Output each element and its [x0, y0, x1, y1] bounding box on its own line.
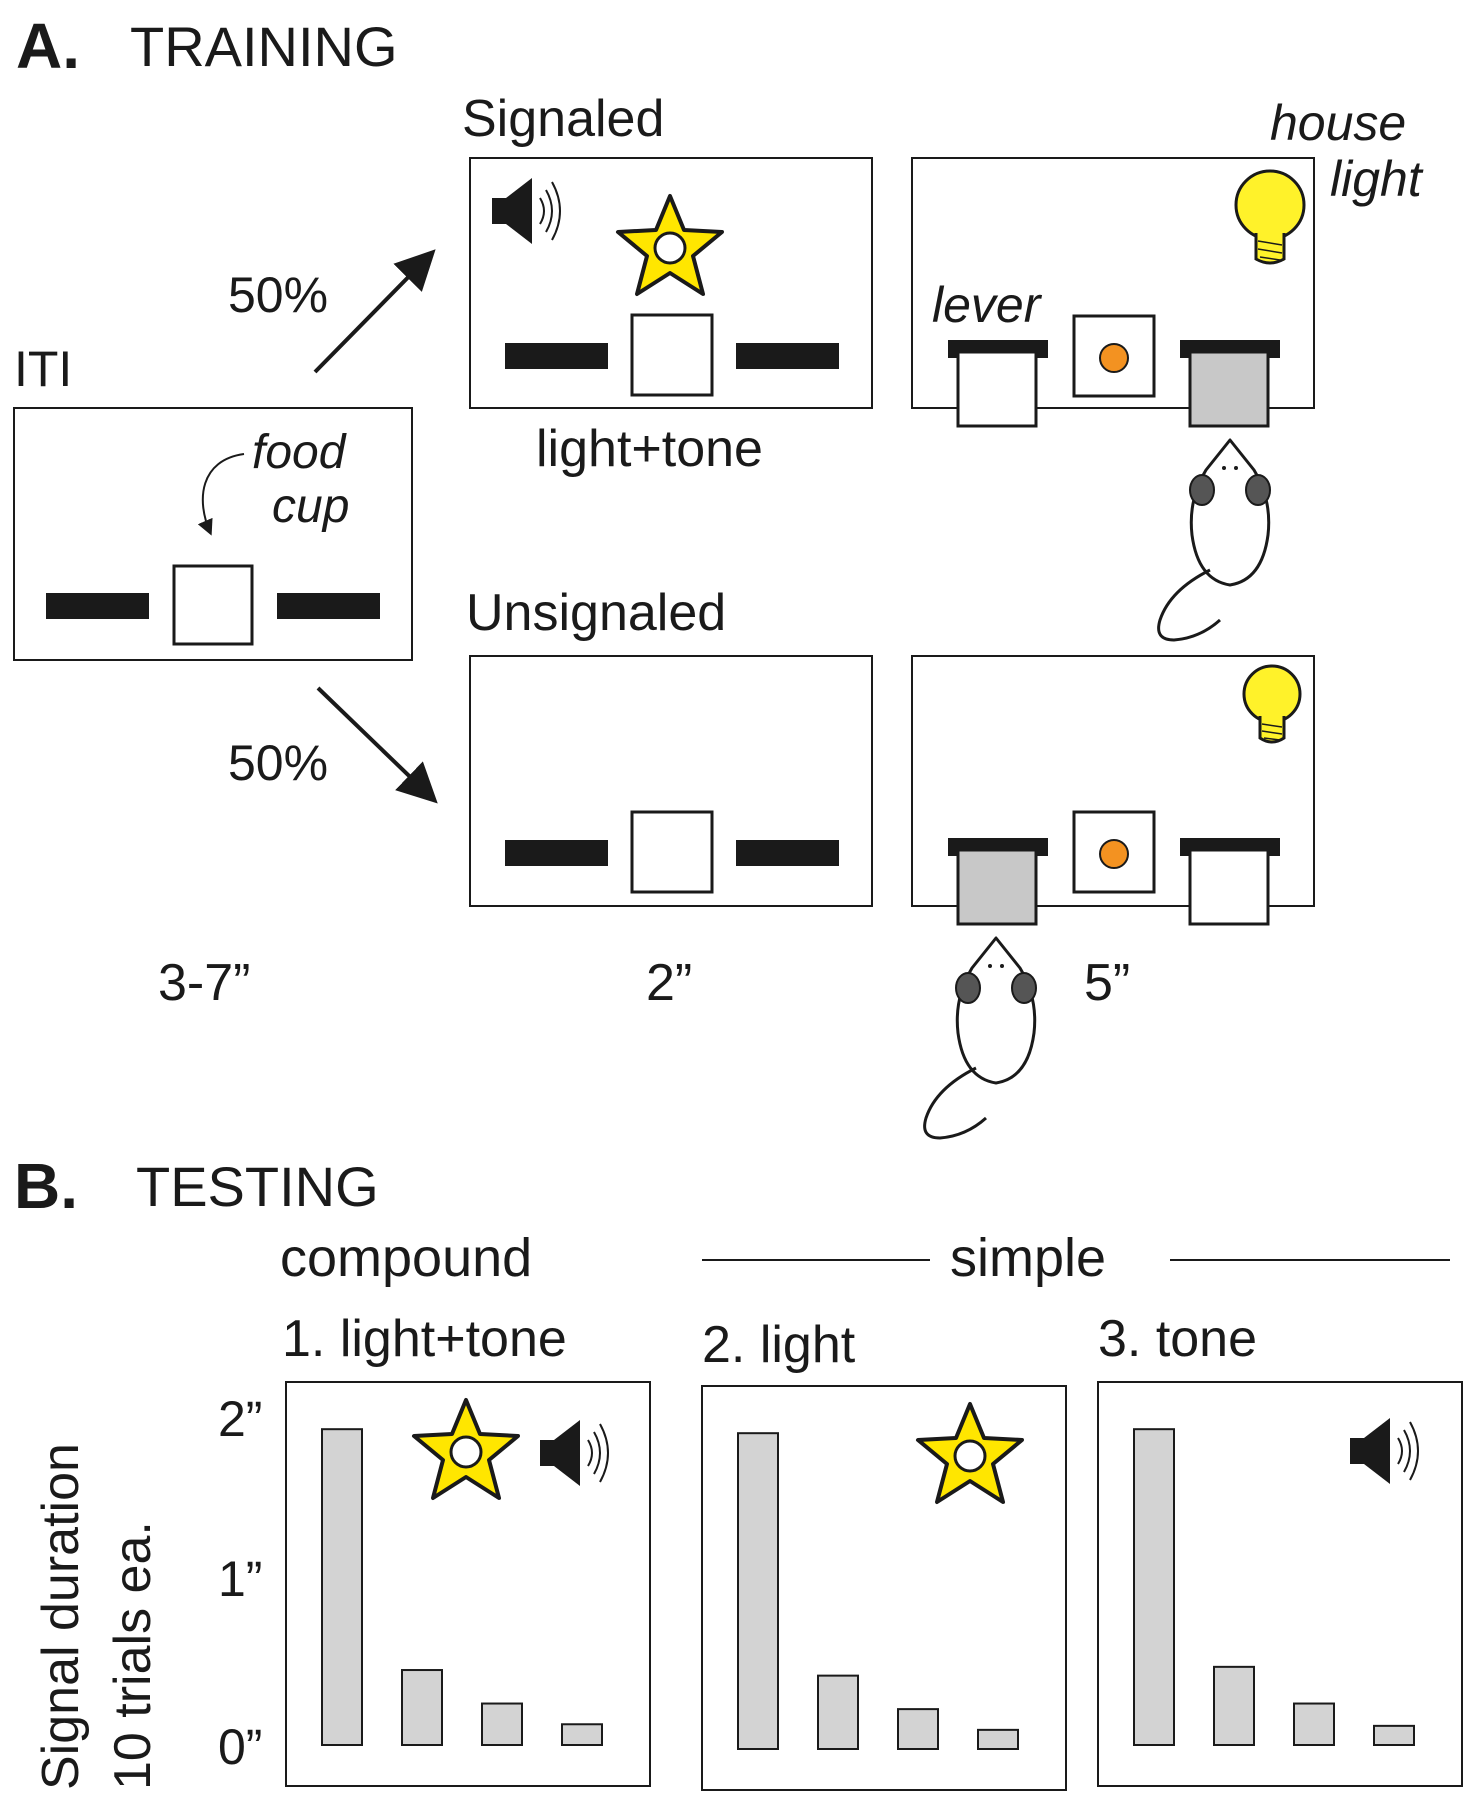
bars-layer	[321, 1428, 1415, 1751]
pct-bottom-label: 50%	[228, 735, 328, 791]
star-light-icon	[916, 1402, 1024, 1504]
section-a-title: TRAINING	[130, 15, 398, 78]
iti-label: ITI	[14, 341, 72, 397]
house-light-label-line2: light	[1330, 151, 1424, 207]
lever-label: lever	[932, 277, 1043, 333]
unsignaled-chamber	[469, 655, 873, 907]
bar-panel1-1	[321, 1428, 363, 1746]
star-light-icon	[616, 194, 724, 296]
left-lever	[948, 340, 1048, 428]
y-axis-title-line2: 10 trials ea.	[104, 1521, 162, 1790]
rat-icon	[1157, 438, 1271, 642]
compound-label: compound	[280, 1228, 532, 1288]
panel-title-light-tone: 1. light+tone	[282, 1310, 567, 1368]
duration-iti: 3-7”	[158, 954, 250, 1012]
pellet-icon	[1099, 839, 1129, 869]
y-tick-label: 1”	[218, 1551, 262, 1607]
unsignaled-label: Unsignaled	[466, 584, 726, 642]
light-tone-caption: light+tone	[536, 420, 763, 478]
bulb-icon	[1234, 169, 1306, 265]
signaled-response-chamber: lever	[911, 157, 1315, 642]
iti-left-lever-slot	[46, 593, 149, 619]
signaled-label: Signaled	[462, 90, 664, 148]
signaled-right-lever-slot	[736, 343, 839, 369]
bar-panel2-2	[817, 1674, 859, 1751]
bar-panel3-4	[1373, 1724, 1415, 1746]
speaker-icon	[540, 1420, 609, 1486]
panel-title-tone: 3. tone	[1098, 1310, 1257, 1368]
section-a-label: A.	[16, 10, 80, 82]
bar-panel2-4	[977, 1728, 1019, 1750]
arrow-to-signaled	[313, 249, 436, 374]
iti-chamber: food cup	[13, 407, 413, 661]
bar-panel1-3	[481, 1702, 523, 1747]
pellet-icon	[1099, 343, 1129, 373]
unsignaled-right-lever-slot	[736, 840, 839, 866]
bar-panel2-1	[737, 1432, 779, 1750]
section-b-title: TESTING	[136, 1155, 379, 1218]
y-tick-label: 2”	[218, 1391, 262, 1447]
simple-label: simple	[950, 1228, 1106, 1288]
signaled-chamber	[469, 157, 873, 409]
bar-panel2-3	[897, 1708, 939, 1750]
unsignaled-response-chamber	[911, 655, 1315, 1140]
bar-panel3-1	[1133, 1428, 1175, 1746]
rat-icon	[923, 936, 1037, 1140]
duration-response: 5”	[1084, 954, 1130, 1012]
unsignaled-food-cup	[630, 810, 714, 894]
bar-panel3-3	[1293, 1702, 1335, 1747]
arrow-to-unsignaled	[316, 686, 438, 804]
iti-food-cup	[172, 564, 254, 646]
house-light-label-line1: house	[1270, 95, 1406, 151]
food-cup-pointer	[197, 453, 245, 536]
bar-panel1-2	[401, 1669, 443, 1747]
bulb-icon	[1242, 664, 1302, 744]
star-light-icon	[412, 1398, 520, 1500]
left-lever-pressed	[948, 838, 1048, 926]
y-tick-label: 0”	[218, 1719, 262, 1775]
unsignaled-left-lever-slot	[505, 840, 608, 866]
food-cup-label-line1: food	[252, 426, 347, 479]
bar-panel3-2	[1213, 1665, 1255, 1746]
bar-panel1-4	[561, 1723, 603, 1747]
section-b-label: B.	[14, 1150, 78, 1222]
right-lever-pressed	[1180, 340, 1280, 428]
speaker-icon	[1350, 1418, 1419, 1484]
panel-title-light: 2. light	[702, 1316, 856, 1374]
pct-top-label: 50%	[228, 267, 328, 323]
signaled-food-cup	[630, 313, 714, 397]
food-cup-label-line2: cup	[272, 480, 349, 533]
speaker-icon	[492, 178, 561, 244]
iti-right-lever-slot	[277, 593, 380, 619]
right-lever	[1180, 838, 1280, 926]
signaled-left-lever-slot	[505, 343, 608, 369]
y-axis-title-line1: Signal duration	[32, 1443, 90, 1790]
duration-signal: 2”	[646, 954, 692, 1012]
